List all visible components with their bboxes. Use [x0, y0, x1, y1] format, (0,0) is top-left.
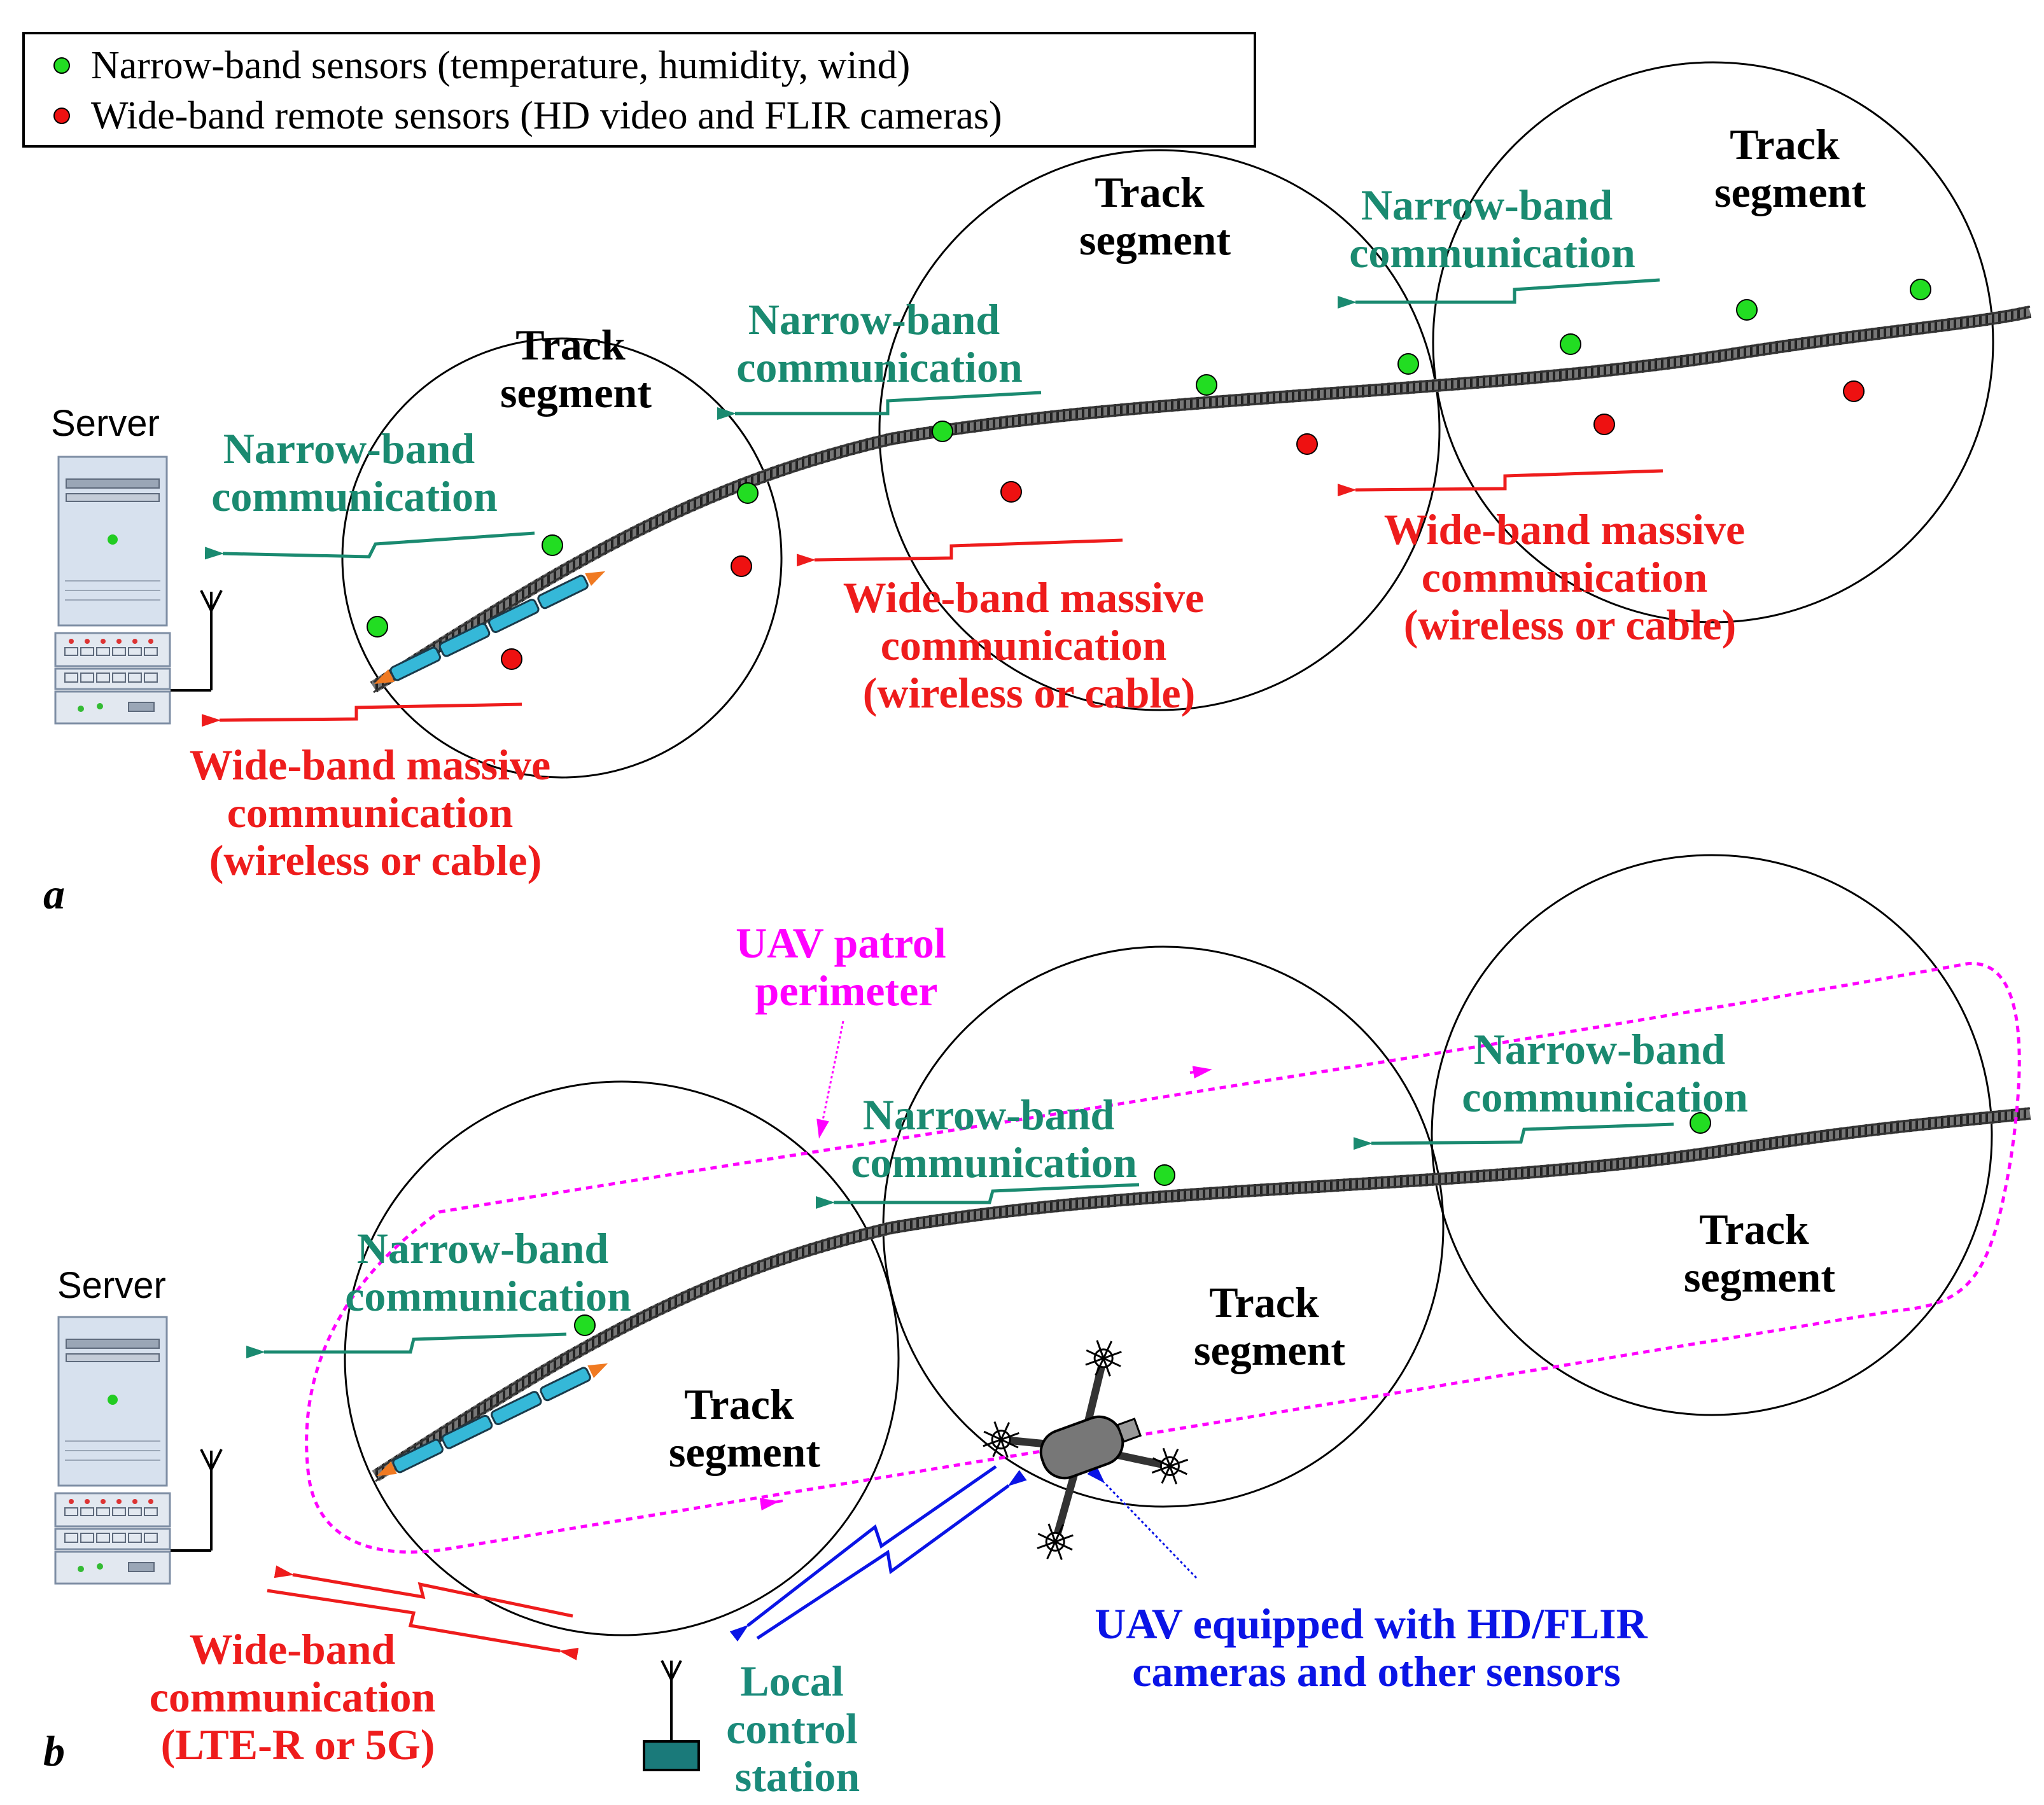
sensor-dots — [367, 279, 1931, 670]
wide-sensor-icon — [1296, 433, 1318, 455]
control-station-label: Local control station — [726, 1657, 869, 1801]
narrow-band-arrow — [816, 1183, 1140, 1209]
uav-label: UAV equipped with HD/FLIR cameras and ot… — [1095, 1599, 1658, 1696]
train-icon — [372, 1356, 612, 1484]
narrow-sensor-icon — [932, 421, 953, 442]
server-icon — [54, 456, 171, 725]
wide-band-label: Wide-band massive communication (wireles… — [1384, 505, 1756, 649]
legend-box — [22, 32, 1256, 148]
railway-track — [370, 305, 2032, 693]
narrow-sensor-icon — [1736, 299, 1758, 321]
narrow-band-label: Narrow-band communication — [345, 1224, 631, 1320]
narrow-band-arrow — [204, 531, 535, 560]
narrow-sensor-icon — [1196, 374, 1217, 396]
panel-b: Server — [43, 854, 2031, 1801]
control-station-icon — [643, 1660, 700, 1771]
narrow-sensor-icon — [1910, 279, 1931, 300]
wide-band-arrow — [1337, 469, 1663, 497]
track-segment-label: Track segment — [1079, 168, 1231, 264]
narrow-band-label: Narrow-band communication — [1462, 1025, 1748, 1121]
track-segment-label: Track segment — [1714, 120, 1866, 216]
railway-track — [372, 1107, 2031, 1482]
wide-band-label: Wide-band communication (LTE-R or 5G) — [150, 1625, 447, 1769]
server-label: Server — [51, 403, 160, 444]
patrol-pointer-line — [816, 1021, 844, 1139]
legend-wide-sensors: Wide-band remote sensors (HD video and F… — [91, 94, 1002, 137]
narrow-sensor-icon — [1560, 333, 1581, 355]
legend: Narrow-band sensors (temperature, humidi… — [22, 32, 1256, 148]
narrow-band-arrow — [246, 1332, 567, 1358]
narrow-sensor-icon — [542, 534, 563, 556]
rail — [373, 316, 2031, 693]
rail — [375, 1117, 2031, 1482]
track-segment-circle — [882, 945, 1445, 1508]
narrow-band-arrow — [1353, 1122, 1674, 1150]
narrow-band-arrow — [1338, 278, 1660, 309]
narrow-band-label: Narrow-band communication — [211, 424, 498, 520]
legend-narrow-sensors: Narrow-band sensors (temperature, humidi… — [91, 44, 910, 87]
track-segment-circle — [878, 149, 1441, 711]
track-segment-circle — [344, 1080, 900, 1636]
wide-band-label: Wide-band massive communication (wireles… — [190, 741, 561, 884]
track-segment-label: Track segment — [669, 1380, 820, 1476]
server-label: Server — [57, 1265, 166, 1306]
green-dot-icon — [53, 57, 70, 74]
wide-sensor-icon — [501, 648, 522, 670]
patrol-label: UAV patrol perimeter — [736, 919, 957, 1015]
narrow-band-label: Narrow-band communication — [851, 1091, 1137, 1187]
track-segment-label: Track segment — [1684, 1205, 1835, 1301]
track-segment-circle — [1432, 61, 1994, 624]
wide-sensor-icon — [731, 555, 752, 577]
narrow-sensor-icon — [367, 616, 388, 638]
narrow-sensor-icon — [737, 482, 759, 504]
narrow-sensor-icon — [574, 1314, 596, 1336]
wide-band-arrow — [796, 538, 1123, 567]
panel-a-tag: a — [43, 870, 65, 918]
panel-a: Server Track segment Track segment Track… — [43, 61, 2032, 918]
wide-sensor-icon — [1000, 481, 1022, 503]
antenna-icon — [171, 590, 223, 692]
uav-link — [729, 1465, 1027, 1642]
train-icon — [370, 564, 610, 692]
rail — [373, 305, 2031, 683]
wide-sensor-icon — [1843, 380, 1865, 402]
narrow-sensor-icon — [1154, 1164, 1175, 1186]
track-segment-circle — [1431, 854, 1993, 1416]
patrol-direction-arrow — [759, 1498, 783, 1511]
wide-band-arrow — [201, 702, 522, 727]
red-dot-icon — [53, 108, 70, 124]
antenna-icon — [171, 1449, 223, 1552]
patrol-direction-arrow — [1189, 1066, 1212, 1079]
panel-b-tag: b — [43, 1727, 65, 1775]
uav-patrol-perimeter — [305, 961, 2021, 1554]
track-segment-circle — [341, 337, 783, 779]
wide-sensor-icon — [1593, 414, 1615, 435]
wide-band-label: Wide-band massive communication (wireles… — [843, 573, 1215, 717]
uav-drone-icon — [983, 1340, 1189, 1560]
narrow-band-label: Narrow-band communication — [1349, 181, 1635, 277]
narrow-sensor-icon — [1397, 353, 1419, 375]
wide-band-link — [267, 1565, 579, 1661]
uav-pointer-line — [1087, 1465, 1198, 1579]
narrow-band-arrow — [717, 391, 1042, 420]
server-icon — [54, 1316, 171, 1585]
narrow-band-label: Narrow-band communication — [736, 295, 1023, 391]
rail — [375, 1107, 2031, 1472]
narrow-sensor-icon — [1690, 1112, 1711, 1134]
track-segment-label: Track segment — [500, 321, 652, 417]
track-segment-label: Track segment — [1194, 1278, 1345, 1374]
